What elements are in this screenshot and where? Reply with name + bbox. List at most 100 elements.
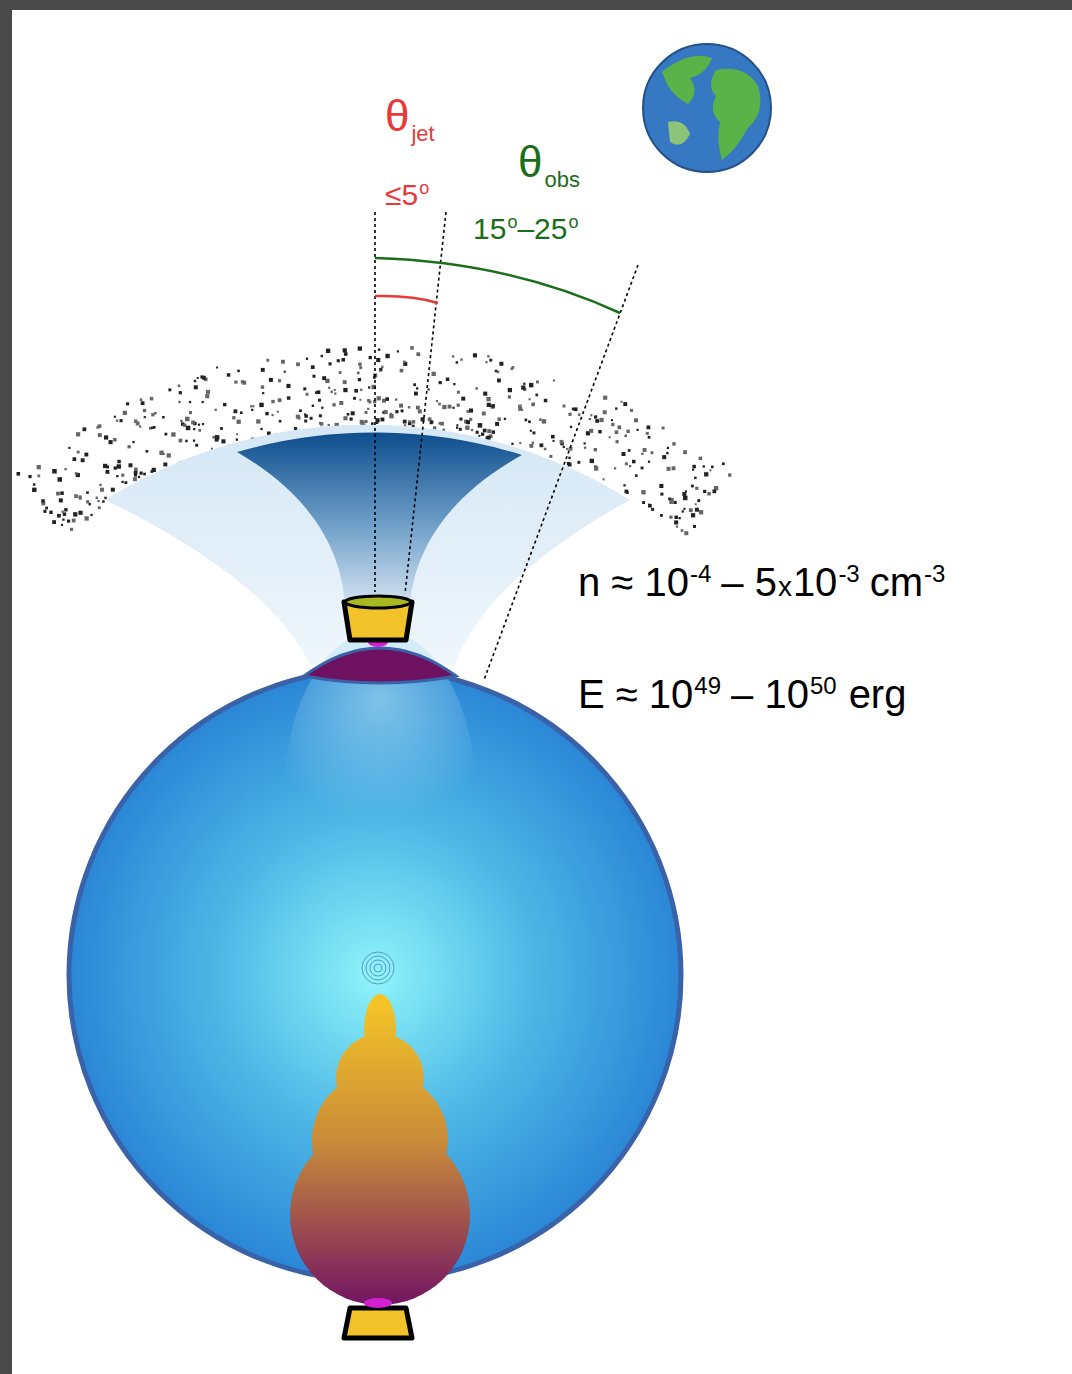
ejecta-dot <box>401 409 404 412</box>
ejecta-dot <box>540 443 544 447</box>
ejecta-dot <box>339 371 342 374</box>
ejecta-dot <box>637 429 639 431</box>
ejecta-dot <box>713 490 717 494</box>
ejecta-dot <box>139 425 141 427</box>
ejecta-dot <box>369 356 372 359</box>
ejecta-dot <box>614 467 616 469</box>
ejecta-dot <box>707 492 711 496</box>
ejecta-dot <box>221 439 225 443</box>
ejecta-dot <box>57 514 61 518</box>
ejecta-dot <box>430 421 433 424</box>
ejecta-dot <box>589 418 591 420</box>
ejecta-dot <box>179 439 183 443</box>
ejecta-dot <box>377 396 381 400</box>
ejecta-dot <box>319 422 322 425</box>
ejecta-dot <box>632 460 636 464</box>
ejecta-dot <box>183 424 186 427</box>
ejecta-dot <box>79 511 83 515</box>
ejecta-dot <box>56 492 60 496</box>
ejecta-dot <box>418 409 422 413</box>
ejecta-dot <box>342 358 346 362</box>
label-group: θjet <box>385 92 435 146</box>
ejecta-dot <box>62 519 64 521</box>
ejecta-dot <box>211 448 213 450</box>
ejecta-dot <box>436 400 438 402</box>
ejecta-dot <box>97 500 99 502</box>
ejecta-dot <box>683 508 685 510</box>
ejecta-dot <box>252 405 254 407</box>
ejecta-dot <box>659 484 663 488</box>
ejecta-dot <box>594 448 597 451</box>
ejecta-dot <box>365 411 368 414</box>
ejecta-dot <box>368 386 370 388</box>
ejecta-dot <box>328 387 330 389</box>
ejecta-dot <box>465 426 469 430</box>
angle-guides <box>375 212 638 680</box>
ejecta-dot <box>660 493 663 496</box>
ejecta-dot <box>660 514 663 517</box>
ejecta-dot <box>403 361 406 364</box>
superscript: -4 <box>690 561 711 587</box>
ejecta-dot <box>683 496 688 501</box>
ejecta-dot <box>395 410 398 413</box>
ejecta-dot <box>146 450 149 453</box>
jet-nozzle-rim <box>345 596 411 608</box>
ejecta-dot <box>103 464 107 468</box>
ejecta-dot <box>260 428 262 430</box>
ejecta-dot <box>475 387 478 390</box>
ejecta-dot <box>313 375 316 378</box>
ejecta-dot <box>189 411 192 414</box>
ejecta-dot <box>603 410 607 414</box>
ejecta-dot <box>634 418 638 422</box>
ejecta-dot <box>353 397 356 400</box>
obs-angle-arc <box>375 258 620 313</box>
ejecta-dot <box>311 365 315 369</box>
ejecta-dot <box>416 352 420 356</box>
superscript: 50 <box>810 673 837 699</box>
ejecta-dot <box>572 408 575 411</box>
ejecta-dot <box>486 397 490 401</box>
ejecta-dot <box>381 366 383 368</box>
ejecta-dot <box>385 354 389 358</box>
ejecta-dot <box>52 520 56 524</box>
ejecta-dot <box>359 399 361 401</box>
ejecta-dot <box>683 450 687 454</box>
ejecta-dot <box>476 431 479 434</box>
ejecta-dot <box>185 440 188 443</box>
ejecta-dot <box>197 377 199 379</box>
ejecta-dot <box>223 403 226 406</box>
superscript: -3 <box>924 561 945 587</box>
ejecta-dot <box>162 416 165 419</box>
ejecta-dot <box>121 481 123 483</box>
ejecta-dot <box>123 411 127 415</box>
ejecta-dot <box>495 422 499 426</box>
ejecta-dot <box>89 503 91 505</box>
ejecta-dot <box>109 440 113 444</box>
ejecta-dot <box>351 411 355 415</box>
ejecta-dot <box>667 447 669 449</box>
ejecta-dot <box>296 362 300 366</box>
ejecta-dot <box>104 497 106 499</box>
superscript: -3 <box>838 561 859 587</box>
label-group: θobs <box>518 138 580 192</box>
ejecta-dot <box>261 368 265 372</box>
ejecta-dot <box>646 432 649 435</box>
ejecta-dot <box>237 420 241 424</box>
ejecta-dot <box>487 403 491 407</box>
ejecta-dot <box>90 514 92 516</box>
ejecta-dot <box>521 386 525 390</box>
ejecta-dot <box>76 473 80 477</box>
ejecta-dot <box>251 409 253 411</box>
label-text: – 5 <box>721 560 777 604</box>
ejecta-dot <box>533 432 536 435</box>
ejecta-dot <box>134 471 138 475</box>
ejecta-dot <box>421 417 425 421</box>
ejecta-dot <box>487 429 491 433</box>
ejecta-dot <box>692 469 694 471</box>
label-group: ≤5o <box>385 178 429 211</box>
ejecta-dot <box>459 428 462 431</box>
ejecta-dot <box>367 408 369 410</box>
ejecta-dot <box>471 429 473 431</box>
ejecta-dot <box>456 427 458 429</box>
ejecta-dot <box>299 409 302 412</box>
